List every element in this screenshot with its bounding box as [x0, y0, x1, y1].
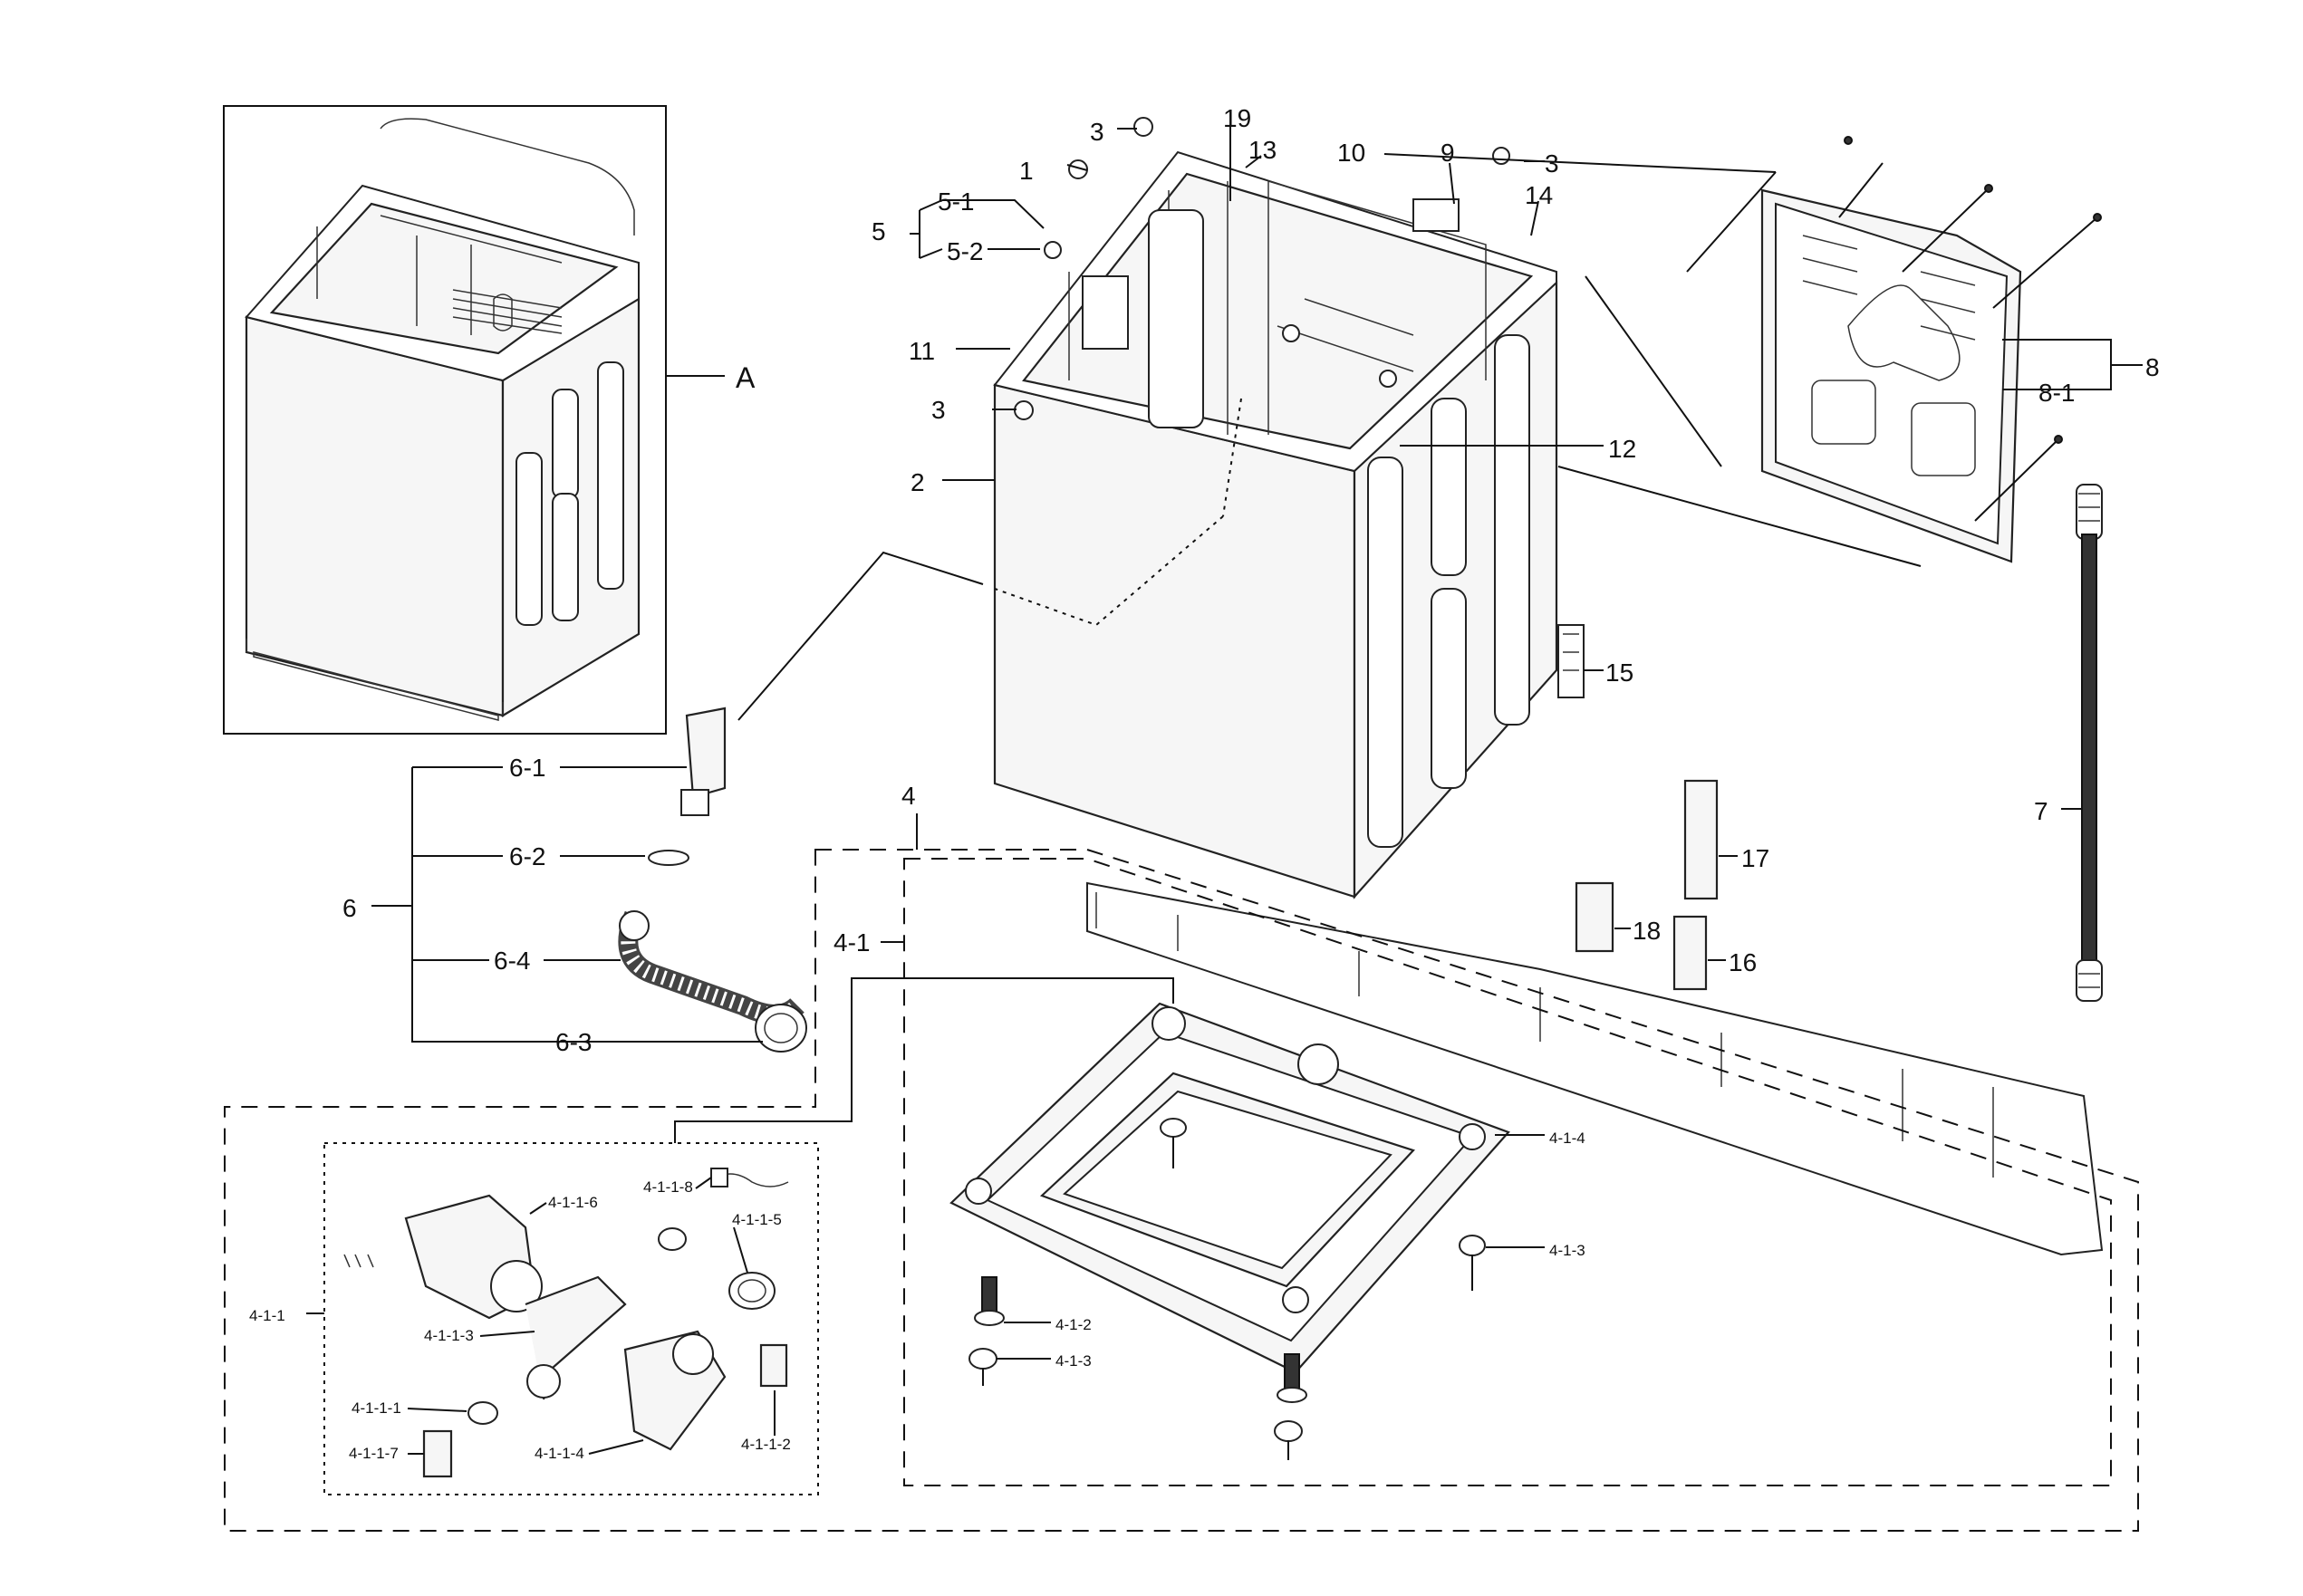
- label-4-1-1-8: 4-1-1-8: [643, 1178, 693, 1196]
- label-7: 7: [2034, 797, 2048, 825]
- part-4-1-1-5: [728, 1272, 776, 1310]
- label-5-1: 5-1: [938, 187, 974, 216]
- cabinet-assembly: [993, 117, 1585, 899]
- label-10: 10: [1337, 139, 1365, 167]
- label-5-2: 5-2: [947, 237, 983, 265]
- part-4-1-1-1: [467, 1401, 498, 1425]
- label-4-1-1-6: 4-1-1-6: [548, 1194, 598, 1211]
- cabinet-front-panel: [993, 383, 1356, 899]
- drain-hose-7: [2076, 484, 2103, 1002]
- rail-body: [1086, 881, 2104, 1256]
- pad-17: [1683, 779, 1719, 900]
- leader-lines: [306, 127, 2143, 1455]
- inlet-hose-assembly: [618, 707, 807, 1053]
- label-4-1: 4-1: [834, 928, 870, 957]
- label-12: 12: [1608, 435, 1636, 463]
- label-6-4: 6-4: [494, 947, 530, 975]
- label-4-1-1: 4-1-1: [249, 1307, 285, 1324]
- pads-group: [1575, 779, 1719, 991]
- label-8-1: 8-1: [2038, 379, 2075, 407]
- callout-labels: 3 19 13 10 9 3 14 1 5 5-1 5-2 11 3 2 12 …: [249, 104, 2160, 1462]
- label-4-1-1-1: 4-1-1-1: [352, 1399, 401, 1417]
- rear-panel-assembly: [1760, 136, 2102, 563]
- label-3: 3: [1090, 118, 1104, 146]
- label-4-1-1-7: 4-1-1-7: [349, 1445, 399, 1462]
- label-8: 8: [2145, 353, 2160, 381]
- label-2: 2: [911, 468, 925, 496]
- label-5: 5: [872, 217, 886, 245]
- pad-16: [1672, 915, 1708, 991]
- base-frame: [949, 1002, 1510, 1460]
- label-17: 17: [1741, 844, 1769, 872]
- label-3: 3: [931, 396, 946, 424]
- label-6: 6: [342, 894, 357, 922]
- label-4-1-1-5: 4-1-1-5: [732, 1211, 782, 1228]
- part-6-4: [619, 910, 650, 941]
- outline-4-1: [903, 858, 2112, 1486]
- label-4-1-3: 4-1-3: [1549, 1242, 1585, 1259]
- label-6-1: 6-1: [509, 754, 545, 782]
- label-11: 11: [909, 337, 935, 365]
- label-4-1-1-4: 4-1-1-4: [535, 1445, 584, 1462]
- label-a: A: [736, 361, 756, 394]
- label-3: 3: [1545, 149, 1559, 178]
- label-4-1-4: 4-1-4: [1549, 1130, 1585, 1147]
- label-4-1-2: 4-1-2: [1055, 1316, 1092, 1333]
- part-6-1: [685, 707, 727, 799]
- part-bracket-15: [1557, 624, 1585, 698]
- label-4-1-1-3: 4-1-1-3: [424, 1327, 474, 1344]
- part-4-1-1-7: [422, 1429, 453, 1478]
- pad-18: [1575, 881, 1614, 953]
- label-14: 14: [1525, 181, 1553, 209]
- label-19: 19: [1223, 104, 1251, 132]
- label-18: 18: [1633, 917, 1661, 945]
- label-15: 15: [1605, 659, 1633, 687]
- part-4-1-1-2: [759, 1343, 788, 1388]
- pump-detail-box: [323, 1142, 819, 1495]
- part-6-3: [755, 1004, 807, 1053]
- assembly-outlines: [224, 849, 2139, 1532]
- label-13: 13: [1248, 136, 1277, 164]
- part-6-2: [648, 850, 689, 866]
- label-6-2: 6-2: [509, 842, 545, 870]
- label-9: 9: [1441, 139, 1455, 167]
- detail-view-a: A: [223, 105, 756, 735]
- pump-assembly: [323, 1142, 819, 1495]
- outline-4: [224, 849, 2139, 1532]
- label-4-1-1-2: 4-1-1-2: [741, 1436, 791, 1453]
- label-1: 1: [1019, 157, 1034, 185]
- detail-frame: [223, 105, 667, 735]
- label-16: 16: [1729, 948, 1757, 976]
- base-rail: [1086, 881, 2104, 1256]
- label-6-3: 6-3: [555, 1028, 592, 1056]
- label-4-1-3: 4-1-3: [1055, 1352, 1092, 1370]
- label-4: 4: [901, 782, 916, 810]
